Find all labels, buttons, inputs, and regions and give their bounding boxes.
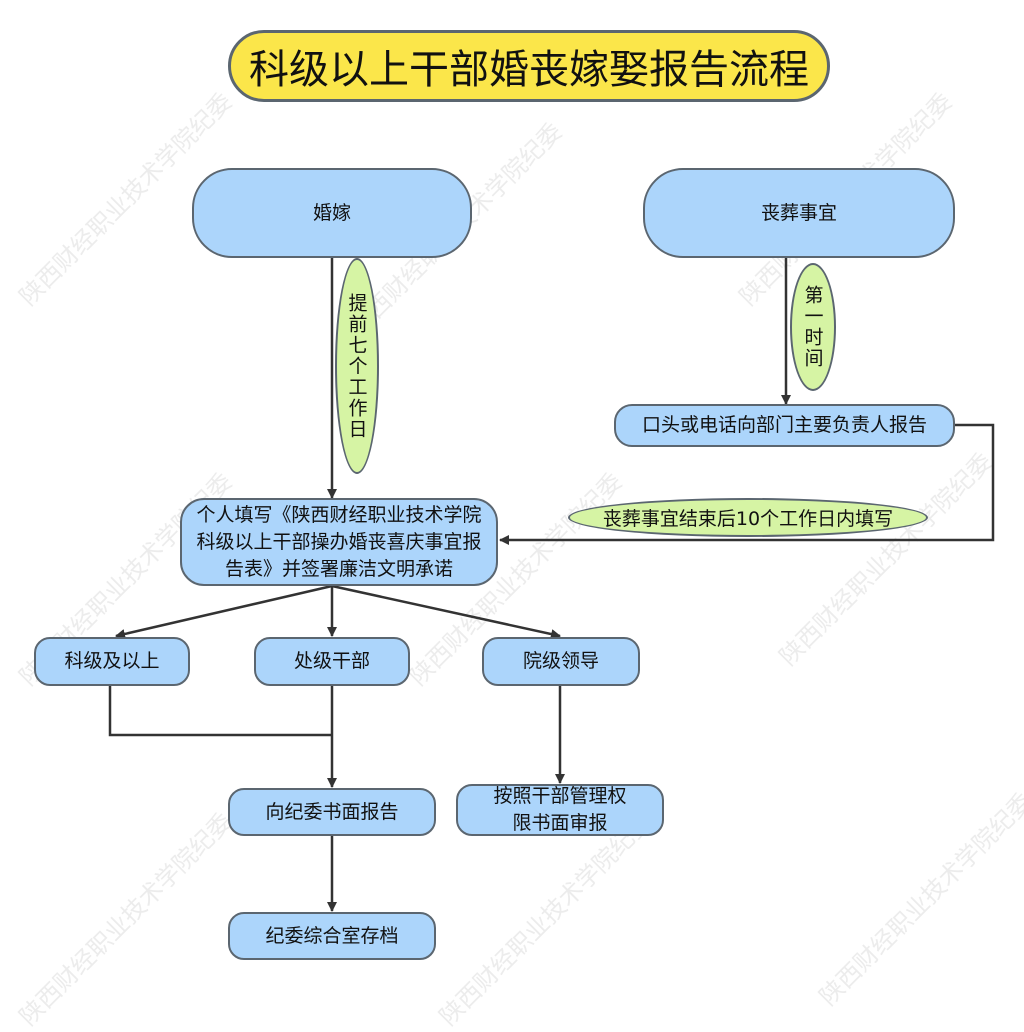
- node-funeral: 丧葬事宜: [643, 168, 955, 258]
- page-title: 科级以上干部婚丧嫁娶报告流程: [228, 30, 830, 102]
- node-marriage: 婚嫁: [192, 168, 472, 258]
- arrow-form-to-college: [331, 584, 561, 639]
- node-report-commission: 向纪委书面报告: [228, 788, 436, 836]
- label-ten-days: 丧葬事宜结束后10个工作日内填写: [568, 498, 928, 537]
- node-archive: 纪委综合室存档: [228, 912, 436, 960]
- label-first-time: 第一时间: [790, 263, 836, 391]
- node-college-level: 院级领导: [482, 637, 640, 686]
- connectors: [108, 258, 995, 912]
- line-section-merge: [108, 686, 332, 737]
- node-oral-report: 口头或电话向部门主要负责人报告: [614, 404, 955, 447]
- node-report-by-authority: 按照干部管理权限书面审报: [456, 784, 664, 836]
- arrow-oral-to-form: [499, 423, 995, 545]
- node-division-level: 处级干部: [254, 637, 410, 686]
- arrow-form-to-section: [115, 584, 333, 639]
- node-fill-form: 个人填写《陕西财经职业技术学院科级以上干部操办婚丧喜庆事宜报告表》并签署廉洁文明…: [180, 498, 498, 586]
- label-seven-days: 提前七个工作日: [335, 258, 379, 474]
- node-section-level: 科级及以上: [34, 637, 190, 686]
